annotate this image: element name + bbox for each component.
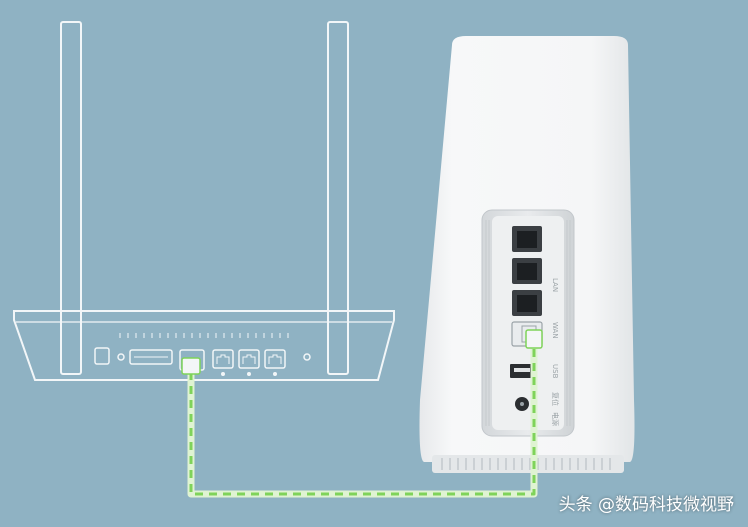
reset-hole: [117, 353, 125, 361]
power-port: [94, 347, 110, 365]
lan-port-3: [264, 349, 286, 369]
old-router-vents: [119, 333, 289, 338]
wan-label: WAN: [551, 322, 559, 339]
base-vents: [441, 458, 611, 470]
lan-port-2: [238, 349, 260, 369]
indicator-dot: [303, 353, 311, 361]
lan-ports: [212, 349, 286, 369]
old-router: [13, 21, 395, 381]
usb-label: USB: [551, 364, 559, 379]
lan-label: LAN: [551, 278, 559, 292]
right-antenna: [327, 21, 349, 375]
ethernet-cable: [181, 329, 543, 498]
reset-label: 复位: [551, 392, 560, 406]
tower-base: [432, 455, 624, 473]
new-lan-ports: [512, 226, 542, 316]
new-router: LAN WAN USB 复位 电源: [419, 36, 635, 473]
old-router-body: [13, 310, 395, 381]
power-label: 电源: [551, 412, 560, 426]
cable-plug-old: [181, 357, 201, 375]
lan-port-1: [212, 349, 234, 369]
watermark: 头条 @数码科技微视野: [558, 495, 734, 515]
left-antenna: [60, 21, 82, 375]
cable-plug-new: [525, 329, 543, 349]
usb-slot: [129, 349, 173, 365]
